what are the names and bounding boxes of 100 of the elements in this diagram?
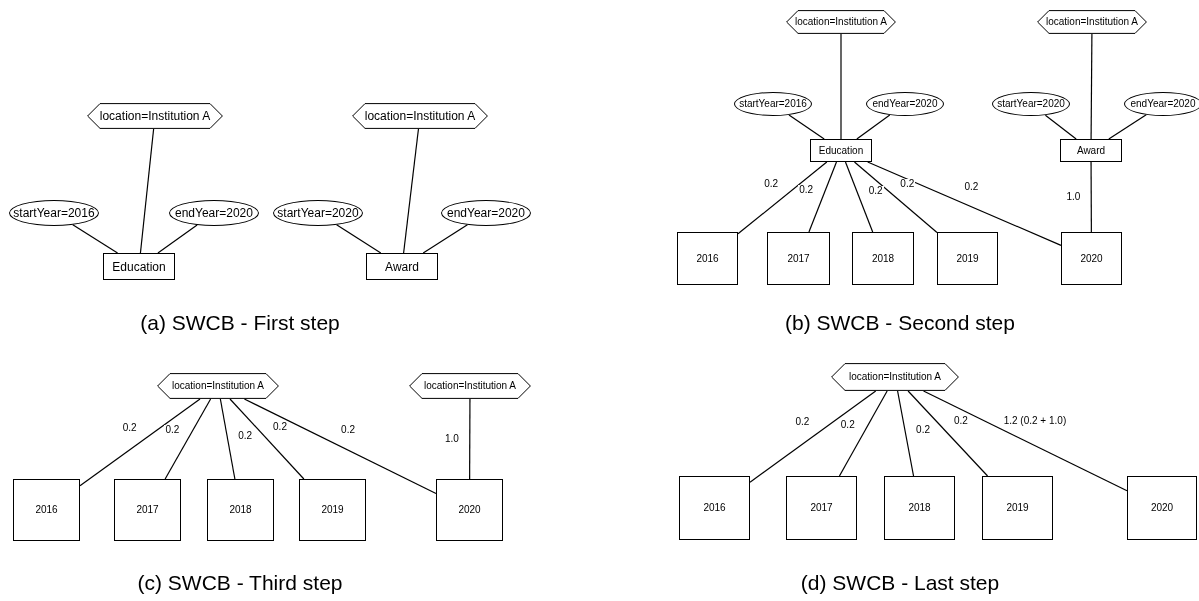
connector-line	[737, 161, 828, 235]
node-text: 2020	[458, 505, 481, 515]
connector-line	[422, 224, 468, 254]
connector-line	[336, 224, 382, 254]
panel-caption: (b) SWCB - Second step	[785, 311, 1015, 333]
connector-line	[897, 390, 915, 477]
connector-line	[1090, 161, 1092, 233]
connector-line	[838, 390, 888, 477]
node-text: startYear=2020	[997, 99, 1065, 109]
connector-line	[79, 398, 201, 487]
hexagon-node	[1037, 10, 1147, 34]
rectangle-node	[1061, 232, 1122, 285]
node-text: startYear=2016	[13, 207, 95, 219]
edge-label: 0.2	[340, 425, 356, 436]
panel-caption: (a) SWCB - First step	[140, 311, 340, 333]
rectangle-node	[366, 253, 438, 280]
connector-line	[749, 390, 877, 483]
connector-line	[808, 161, 838, 233]
rectangle-node	[677, 232, 738, 285]
edge-label: 0.2	[237, 430, 254, 441]
node-text: 2016	[696, 253, 719, 264]
connector-line	[867, 161, 1062, 246]
rectangle-node	[436, 479, 503, 541]
panel-caption: (c) SWCB - Third step	[137, 571, 343, 593]
connector-line	[1044, 114, 1077, 140]
connector-line	[469, 398, 471, 480]
node-text: 2018	[229, 505, 252, 515]
node-text: Education	[818, 145, 864, 156]
rectangle-node	[810, 139, 872, 162]
node-text: endYear=2020	[872, 99, 938, 109]
node-text: 2016	[35, 505, 58, 515]
node-text: 2020	[1150, 503, 1174, 513]
ellipse-node	[1124, 92, 1199, 116]
edge-label: 0.2	[272, 421, 288, 432]
node-text: 2019	[321, 505, 344, 515]
node-text: Award	[385, 260, 419, 273]
edge-label: 0.2	[952, 416, 969, 427]
edge-label: 0.2	[794, 417, 811, 428]
edge-label: 0.2	[867, 185, 884, 196]
connector-line	[72, 224, 119, 254]
node-text: 2017	[787, 253, 810, 264]
node-text: location=Institution A	[364, 110, 476, 122]
node-text: location=Institution A	[1046, 17, 1138, 27]
edge-label: 0.2	[798, 185, 815, 196]
connector-line	[922, 390, 1128, 492]
node-text: 2018	[871, 253, 895, 264]
node-text: location=Institution A	[795, 17, 887, 27]
connector-line	[219, 398, 236, 480]
edge-label: 1.0	[444, 433, 460, 444]
rectangle-node	[937, 232, 998, 285]
node-text: Education	[112, 260, 166, 273]
connector-line	[844, 161, 874, 233]
connector-line	[1090, 33, 1093, 140]
node-text: endYear=2020	[1130, 99, 1196, 109]
node-text: 2019	[1006, 503, 1029, 513]
connector-line	[853, 161, 938, 234]
connector-line	[907, 390, 989, 477]
hexagon-node	[157, 373, 279, 399]
connector-line	[229, 398, 305, 480]
node-text: 2018	[908, 503, 931, 513]
connector-line	[403, 128, 420, 254]
edge-label: 1.0	[1065, 192, 1082, 203]
connector-line	[139, 128, 155, 254]
node-text: Award	[1076, 145, 1106, 156]
edge-label: 0.2	[121, 422, 138, 433]
rectangle-node	[1060, 139, 1122, 162]
rectangle-node	[1127, 476, 1197, 540]
rectangle-node	[679, 476, 750, 540]
hexagon-node	[786, 10, 896, 34]
node-text: 2019	[956, 253, 979, 264]
node-text: startYear=2016	[739, 99, 807, 109]
edge-label: 1.2 (0.2 + 1.0)	[1002, 416, 1068, 427]
hexagon-node	[352, 103, 488, 129]
rectangle-node	[207, 479, 274, 541]
connector-line	[157, 224, 198, 254]
rectangle-node	[852, 232, 914, 285]
node-text: 2020	[1080, 253, 1103, 264]
connector-line	[840, 33, 842, 140]
edge-label: 0.2	[915, 425, 931, 436]
node-text: 2017	[810, 503, 833, 513]
connector-line	[856, 114, 891, 140]
edge-label: 0.2	[164, 425, 181, 436]
node-text: endYear=2020	[175, 207, 253, 219]
edge-label: 0.2	[763, 179, 780, 190]
node-text: location=Institution A	[424, 381, 516, 391]
rectangle-node	[767, 232, 830, 285]
rectangle-node	[103, 253, 175, 280]
rectangle-node	[884, 476, 955, 540]
node-text: location=Institution A	[172, 381, 264, 391]
rectangle-node	[13, 479, 80, 541]
node-text: 2016	[703, 503, 726, 513]
hexagon-node	[831, 363, 959, 391]
hexagon-node	[87, 103, 223, 129]
node-text: startYear=2020	[277, 207, 359, 219]
rectangle-node	[982, 476, 1053, 540]
connector-line	[164, 398, 212, 480]
node-text: location=Institution A	[849, 372, 941, 382]
rectangle-node	[299, 479, 366, 541]
rectangle-node	[786, 476, 857, 540]
hexagon-node	[409, 373, 531, 399]
